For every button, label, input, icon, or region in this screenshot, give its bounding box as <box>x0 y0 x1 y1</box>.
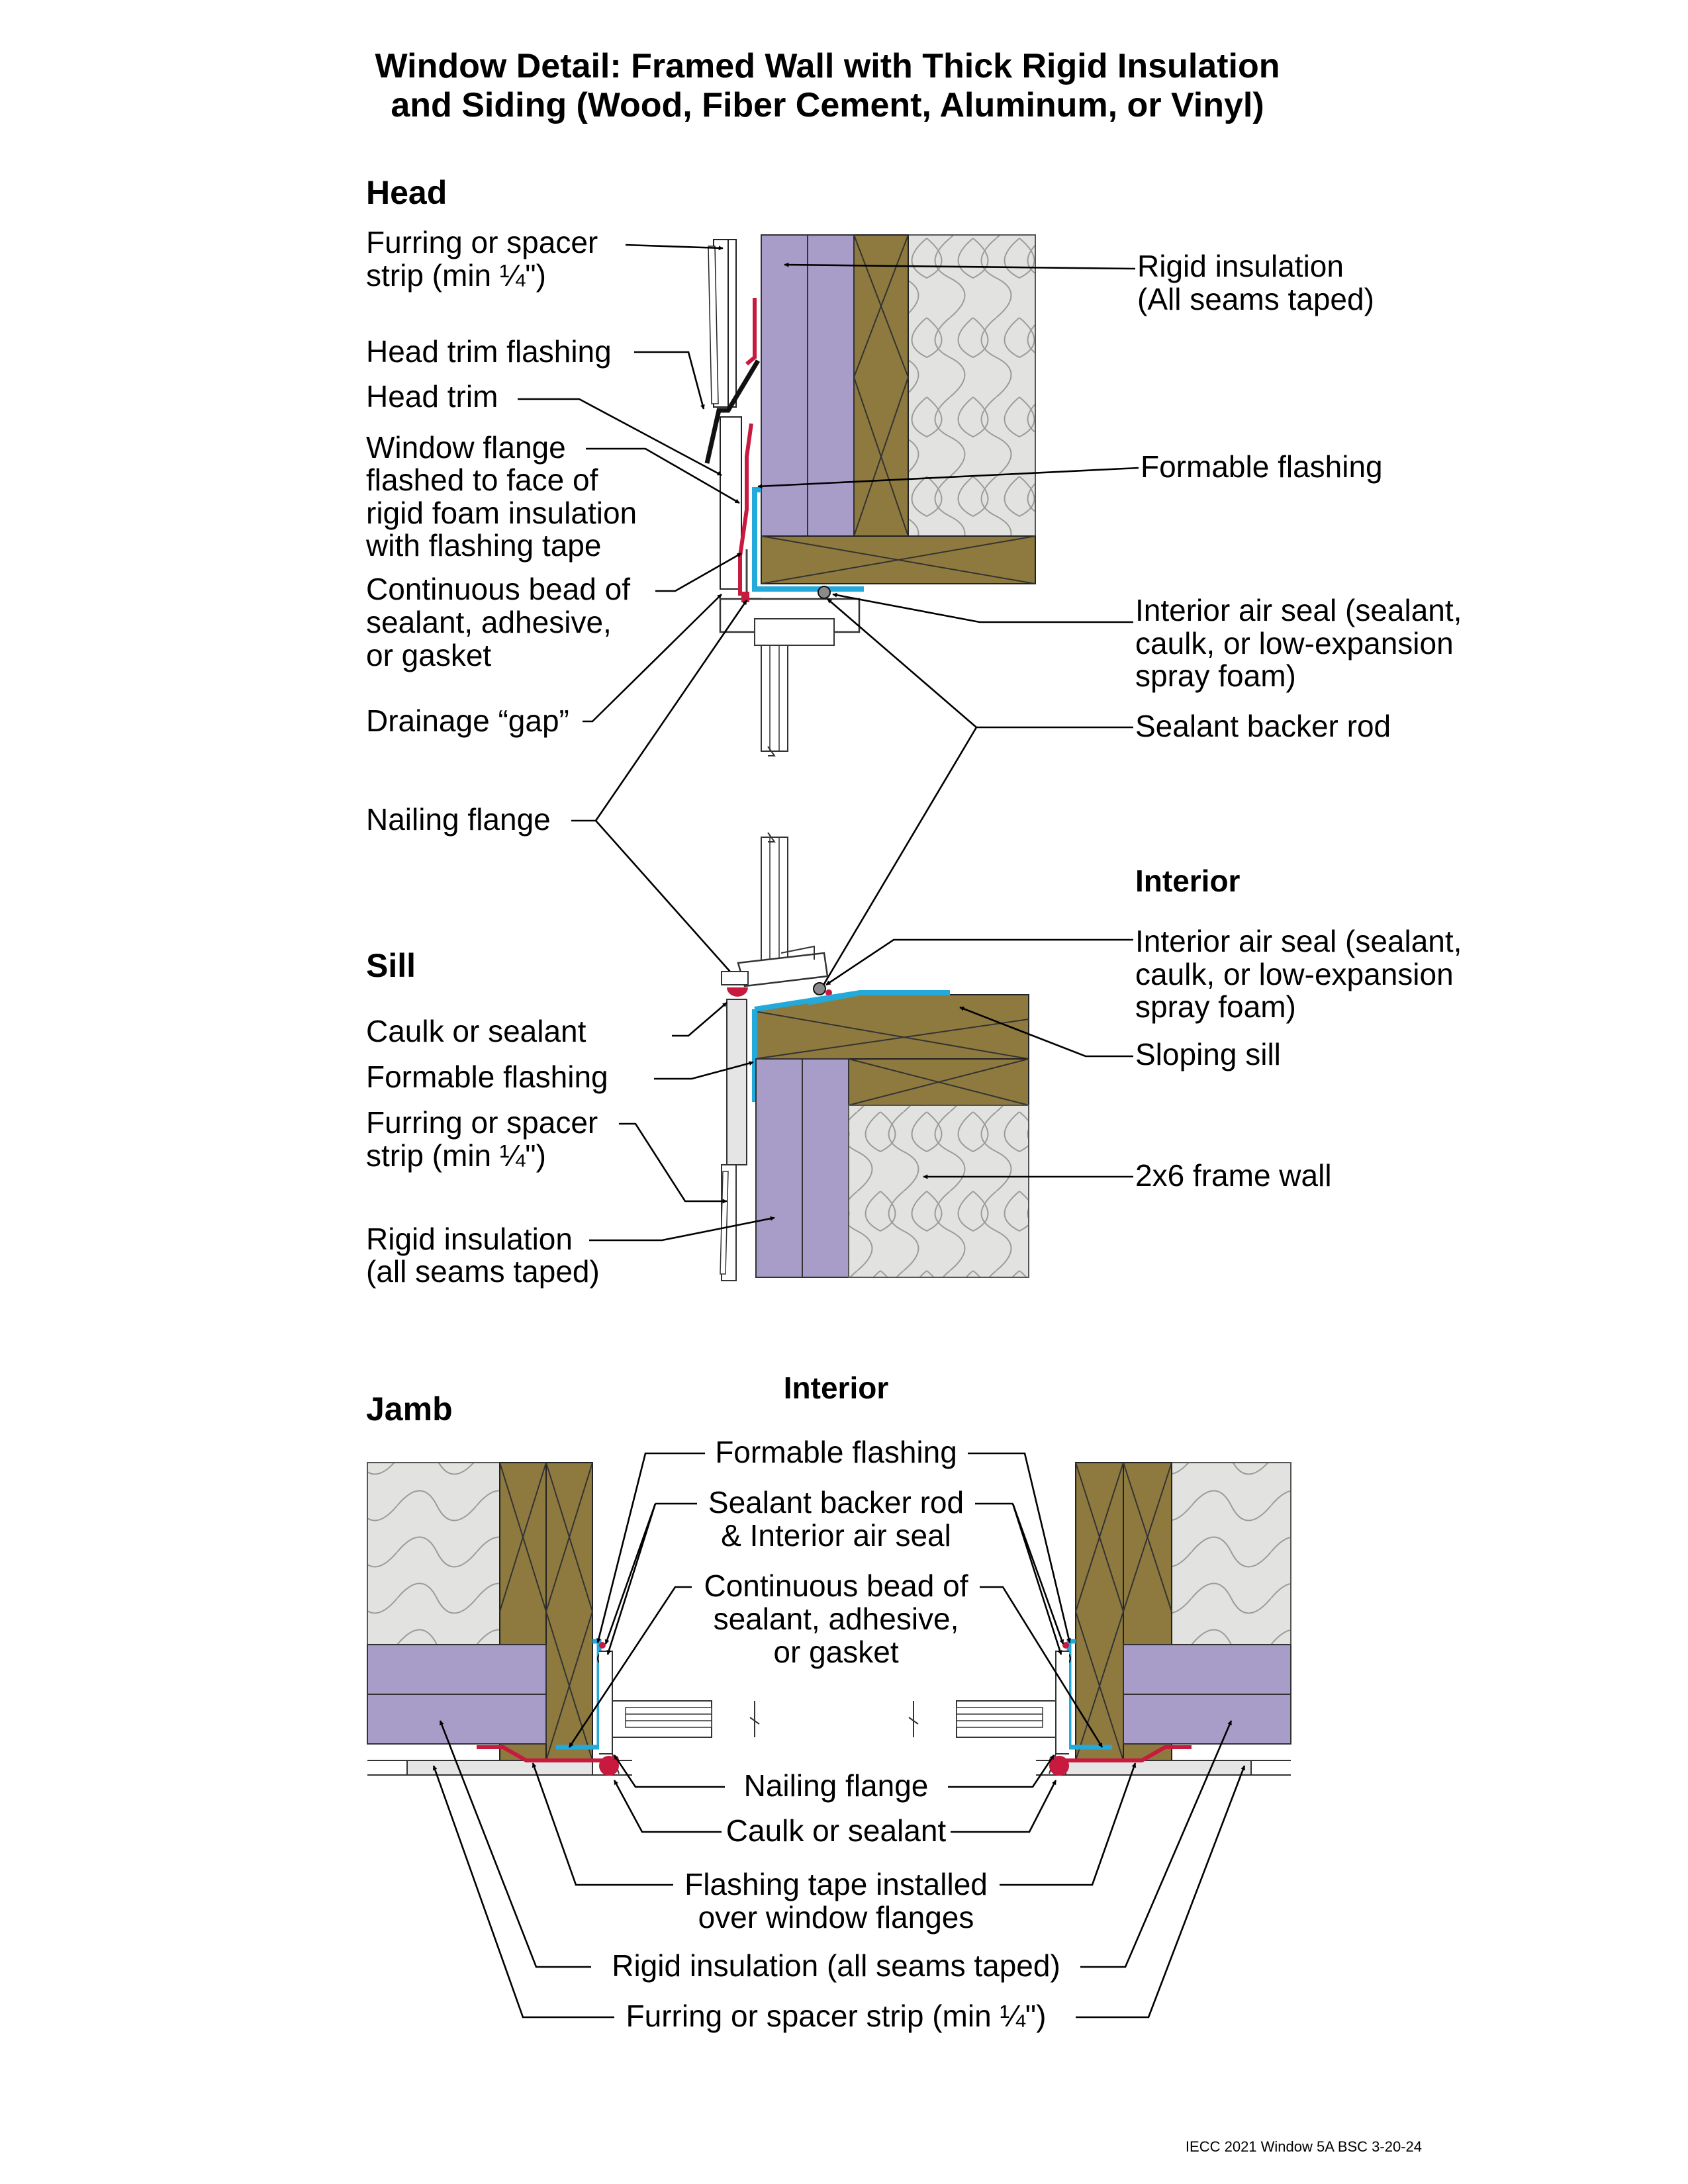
sill-label-furring-1: Furring or spacer <box>366 1105 598 1140</box>
title-line-2: and Siding (Wood, Fiber Cement, Aluminum… <box>391 86 1264 124</box>
sill-window-frame <box>721 832 829 987</box>
jamb-label-nailing: Nailing flange <box>744 1768 929 1803</box>
head-window-frame <box>719 598 861 756</box>
jamb-label-tape-1: Flashing tape installed <box>684 1867 988 1901</box>
head-heading: Head <box>366 174 447 211</box>
head-label-air-3: spray foam) <box>1135 659 1296 693</box>
head-trim-flashing-metal <box>704 359 761 464</box>
head-label-bead-3: or gasket <box>366 638 491 672</box>
head-batt-insulation <box>908 234 1036 537</box>
sill-furring-strip <box>726 999 747 1165</box>
head-label-bead-1: Continuous bead of <box>366 572 630 606</box>
title-line-1: Window Detail: Framed Wall with Thick Ri… <box>375 47 1280 85</box>
jamb-label-formable: Formable flashing <box>715 1435 957 1469</box>
sill-label-air-2: caulk, or low-expansion <box>1135 957 1454 991</box>
head-label-air-2: caulk, or low-expansion <box>1135 626 1454 660</box>
footer-code: IECC 2021 Window 5A BSC 3-20-24 <box>1186 2138 1422 2155</box>
sill-label-air-3: spray foam) <box>1135 989 1296 1024</box>
head-label-flange-3: rigid foam insulation <box>366 496 637 530</box>
head-right-labels: Rigid insulation (All seams taped) Forma… <box>757 249 1462 990</box>
head-rigid-insulation <box>761 234 855 537</box>
jamb-left-flashing-tape <box>477 1745 619 1762</box>
jamb-label-backer-2: & Interior air seal <box>721 1518 951 1553</box>
jamb-heading: Jamb <box>366 1390 453 1428</box>
jamb-left-rigid <box>367 1644 547 1745</box>
sill-rigid-insulation <box>755 1058 849 1278</box>
jamb-right-furring <box>1065 1760 1252 1776</box>
head-label-trim-flashing: Head trim flashing <box>366 334 612 369</box>
head-label-furring-2: strip (min ¼") <box>366 258 546 293</box>
head-backer-rod <box>818 586 831 599</box>
jamb-labels: Formable flashing Sealant backer rod & I… <box>432 1435 1246 2033</box>
sill-batt-insulation <box>848 1105 1029 1278</box>
jamb-label-bead-2: sealant, adhesive, <box>714 1602 959 1636</box>
sill-label-rigid-2: (all seams taped) <box>366 1254 600 1289</box>
jamb-label-tape-2: over window flanges <box>698 1900 974 1934</box>
head-label-trim: Head trim <box>366 379 498 414</box>
head-label-formable: Formable flashing <box>1141 449 1383 484</box>
sill-label-furring-2: strip (min ¼") <box>366 1138 546 1173</box>
head-label-bead-2: sealant, adhesive, <box>366 605 612 639</box>
jamb-interior-label: Interior <box>784 1371 889 1405</box>
sill-interior-label: Interior <box>1135 864 1241 898</box>
sill-rough-sill-plate <box>848 1058 1029 1106</box>
head-label-rigid-1: Rigid insulation <box>1137 249 1344 283</box>
head-label-drainage: Drainage “gap” <box>366 704 569 738</box>
sill-label-air-1: Interior air seal (sealant, <box>1135 924 1462 958</box>
head-label-furring-1: Furring or spacer <box>366 225 598 259</box>
jamb-label-bead-1: Continuous bead of <box>704 1569 968 1603</box>
sill-left-labels: Caulk or sealant Formable flashing Furri… <box>366 1002 775 1289</box>
jamb-label-caulk: Caulk or sealant <box>726 1813 947 1848</box>
sill-caulk <box>727 987 748 997</box>
jamb-label-backer-1: Sealant backer rod <box>708 1485 964 1520</box>
head-label-flange-2: flashed to face of <box>366 463 598 497</box>
head-flange-tape <box>738 423 753 596</box>
head-header-lumber <box>761 535 1036 584</box>
sill-right-labels: Interior air seal (sealant, caulk, or lo… <box>825 924 1462 1193</box>
sill-detail: Sill Interior <box>366 832 1241 1281</box>
jamb-left <box>367 1462 760 1776</box>
jamb-left-caulk <box>599 1756 619 1776</box>
jamb-label-bead-3: or gasket <box>773 1635 898 1669</box>
jamb-right-window-frame <box>908 1651 1069 1774</box>
head-label-flange-1: Window flange <box>366 430 566 465</box>
jamb-right-rigid <box>1123 1644 1291 1745</box>
head-siding <box>708 239 737 408</box>
head-stud <box>853 234 909 537</box>
jamb-right <box>908 1462 1291 1776</box>
head-label-backer: Sealant backer rod <box>1135 709 1391 743</box>
jamb-detail: Jamb Interior <box>366 1371 1291 1776</box>
jamb-left-window-frame <box>599 1651 760 1774</box>
sill-label-caulk: Caulk or sealant <box>366 1014 586 1048</box>
jamb-label-furring: Furring or spacer strip (min ¼") <box>626 1999 1047 2033</box>
head-flashing-tape-top <box>745 298 757 366</box>
head-label-air-1: Interior air seal (sealant, <box>1135 593 1462 627</box>
head-sealant-bead <box>741 592 749 602</box>
jamb-right-flashing-tape <box>1049 1745 1192 1762</box>
sill-label-frame: 2x6 frame wall <box>1135 1158 1332 1193</box>
head-label-rigid-2: (All seams taped) <box>1137 282 1374 316</box>
nailing-flange-callout: Nailing flange <box>366 600 748 983</box>
sill-heading: Sill <box>366 947 416 984</box>
sill-label-sloping: Sloping sill <box>1135 1037 1281 1071</box>
sill-label-rigid-1: Rigid insulation <box>366 1222 573 1256</box>
nailing-flange-label: Nailing flange <box>366 802 551 837</box>
jamb-right-caulk <box>1049 1756 1069 1776</box>
head-left-labels: Furring or spacer strip (min ¼") Head tr… <box>365 225 742 738</box>
jamb-label-rigid: Rigid insulation (all seams taped) <box>612 1948 1060 1983</box>
head-formable-flashing <box>752 487 864 592</box>
head-label-flange-4: with flashing tape <box>365 528 601 563</box>
sill-label-formable: Formable flashing <box>366 1060 608 1094</box>
sill-backer-rod <box>813 982 826 995</box>
